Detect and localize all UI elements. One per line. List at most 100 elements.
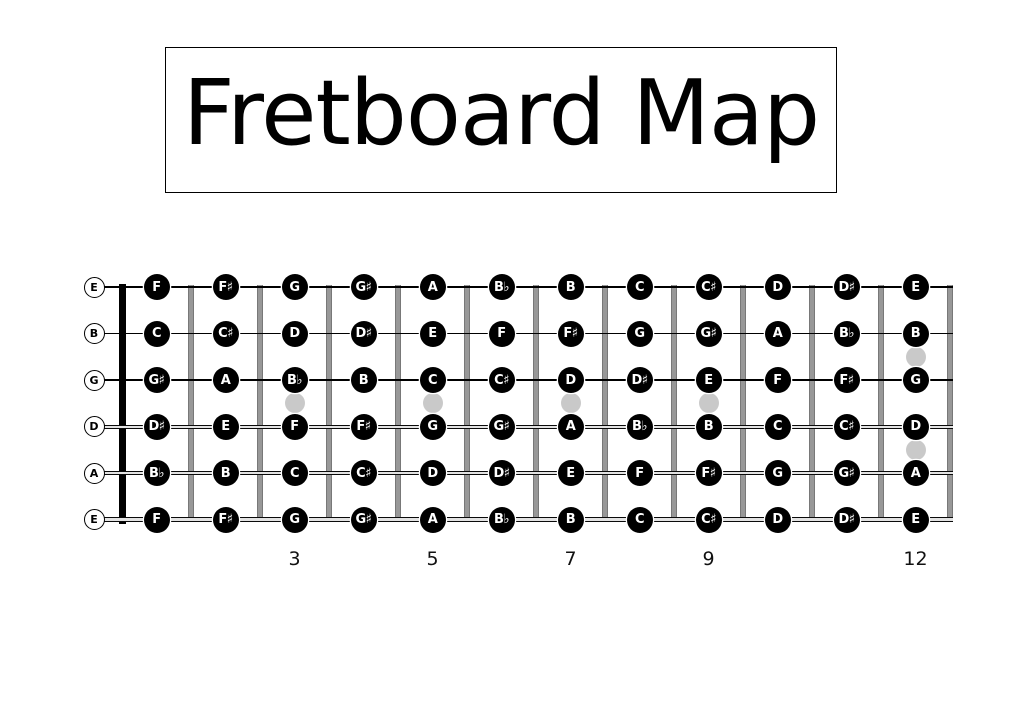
note-circle: C bbox=[143, 320, 170, 347]
note-circle: B♭ bbox=[833, 320, 860, 347]
note-circle: D bbox=[557, 367, 584, 393]
note-circle: E bbox=[419, 320, 446, 347]
note-circle: B♭ bbox=[488, 506, 515, 533]
note-circle: A bbox=[557, 413, 584, 440]
fret-wire-1 bbox=[188, 285, 194, 522]
note-circle: C bbox=[281, 460, 308, 486]
note-circle: C bbox=[626, 506, 653, 533]
note-circle: G bbox=[902, 367, 929, 393]
fret-wire-10 bbox=[809, 285, 815, 522]
note-circle: C♯ bbox=[695, 274, 722, 300]
note-circle: C♯ bbox=[695, 506, 722, 533]
note-circle: G♯ bbox=[695, 320, 722, 347]
note-circle: G♯ bbox=[833, 460, 860, 486]
string-line-3 bbox=[104, 379, 953, 381]
note-circle: D bbox=[281, 320, 308, 347]
fret-wire-11 bbox=[878, 285, 884, 522]
fret-wire-3 bbox=[326, 285, 332, 522]
note-circle: D♯ bbox=[350, 320, 377, 347]
string-line-5 bbox=[104, 470, 953, 476]
note-circle: G bbox=[281, 506, 308, 533]
note-circle: D♯ bbox=[143, 413, 170, 440]
nut bbox=[119, 284, 126, 524]
fret-number-5: 5 bbox=[426, 548, 439, 570]
note-circle: G bbox=[281, 274, 308, 300]
open-string-label-2: B bbox=[83, 323, 105, 344]
note-circle: F♯ bbox=[350, 413, 377, 440]
note-circle: A bbox=[419, 506, 446, 533]
note-circle: B♭ bbox=[143, 460, 170, 486]
note-circle: B bbox=[212, 460, 239, 486]
note-circle: A bbox=[419, 274, 446, 300]
note-circle: D♯ bbox=[833, 274, 860, 300]
note-circle: A bbox=[764, 320, 791, 347]
note-circle: F bbox=[143, 506, 170, 533]
fret-number-12: 12 bbox=[903, 548, 928, 570]
fret-wire-9 bbox=[740, 285, 746, 522]
inlay-dot-fret-5 bbox=[422, 393, 443, 414]
string-line-1 bbox=[104, 286, 953, 288]
note-circle: D♯ bbox=[488, 460, 515, 486]
note-circle: G bbox=[626, 320, 653, 347]
note-circle: B bbox=[557, 274, 584, 300]
open-string-label-6: E bbox=[83, 509, 105, 530]
note-circle: E bbox=[695, 367, 722, 393]
string-line-4 bbox=[104, 424, 953, 429]
note-circle: D bbox=[419, 460, 446, 486]
note-circle: C bbox=[764, 413, 791, 440]
note-circle: B♭ bbox=[488, 274, 515, 300]
note-circle: B bbox=[350, 367, 377, 393]
fret-number-3: 3 bbox=[288, 548, 301, 570]
note-circle: C♯ bbox=[833, 413, 860, 440]
note-circle: B♭ bbox=[281, 367, 308, 393]
note-circle: F♯ bbox=[557, 320, 584, 347]
note-circle: G♯ bbox=[488, 413, 515, 440]
note-circle: D bbox=[902, 413, 929, 440]
note-circle: E bbox=[212, 413, 239, 440]
string-line-6 bbox=[104, 517, 953, 522]
note-circle: G bbox=[764, 460, 791, 486]
note-circle: C♯ bbox=[212, 320, 239, 347]
note-circle: D bbox=[764, 274, 791, 300]
note-circle: F♯ bbox=[212, 506, 239, 533]
page-title: Fretboard Map bbox=[182, 60, 820, 166]
note-circle: E bbox=[902, 274, 929, 300]
note-circle: G♯ bbox=[143, 367, 170, 393]
note-circle: A bbox=[902, 460, 929, 486]
note-circle: F bbox=[281, 413, 308, 440]
note-circle: F bbox=[626, 460, 653, 486]
note-circle: D♯ bbox=[626, 367, 653, 393]
inlay-dot-fret-7 bbox=[560, 393, 581, 414]
fret-number-7: 7 bbox=[564, 548, 577, 570]
note-circle: G bbox=[419, 413, 446, 440]
note-circle: D bbox=[764, 506, 791, 533]
note-circle: C bbox=[419, 367, 446, 393]
inlay-dot-fret-9 bbox=[698, 393, 719, 414]
note-circle: F♯ bbox=[833, 367, 860, 393]
note-circle: F♯ bbox=[212, 274, 239, 300]
open-string-label-1: E bbox=[83, 276, 105, 298]
note-circle: G♯ bbox=[350, 274, 377, 300]
title-box: Fretboard Map bbox=[165, 47, 837, 193]
fret-wire-12 bbox=[947, 285, 953, 522]
fret-wire-7 bbox=[602, 285, 608, 522]
open-string-label-4: D bbox=[83, 416, 105, 437]
inlay-dot-fret-12-1 bbox=[905, 346, 926, 367]
note-circle: F♯ bbox=[695, 460, 722, 486]
open-string-label-5: A bbox=[83, 462, 105, 484]
note-circle: B bbox=[695, 413, 722, 440]
fret-wire-8 bbox=[671, 285, 677, 522]
fret-wire-5 bbox=[464, 285, 470, 522]
note-circle: C♯ bbox=[350, 460, 377, 486]
fret-wire-4 bbox=[395, 285, 401, 522]
note-circle: E bbox=[557, 460, 584, 486]
open-string-label-3: G bbox=[83, 369, 105, 391]
note-circle: C bbox=[626, 274, 653, 300]
note-circle: B bbox=[557, 506, 584, 533]
inlay-dot-fret-3 bbox=[284, 393, 305, 414]
note-circle: A bbox=[212, 367, 239, 393]
fret-wire-2 bbox=[257, 285, 263, 522]
note-circle: C♯ bbox=[488, 367, 515, 393]
